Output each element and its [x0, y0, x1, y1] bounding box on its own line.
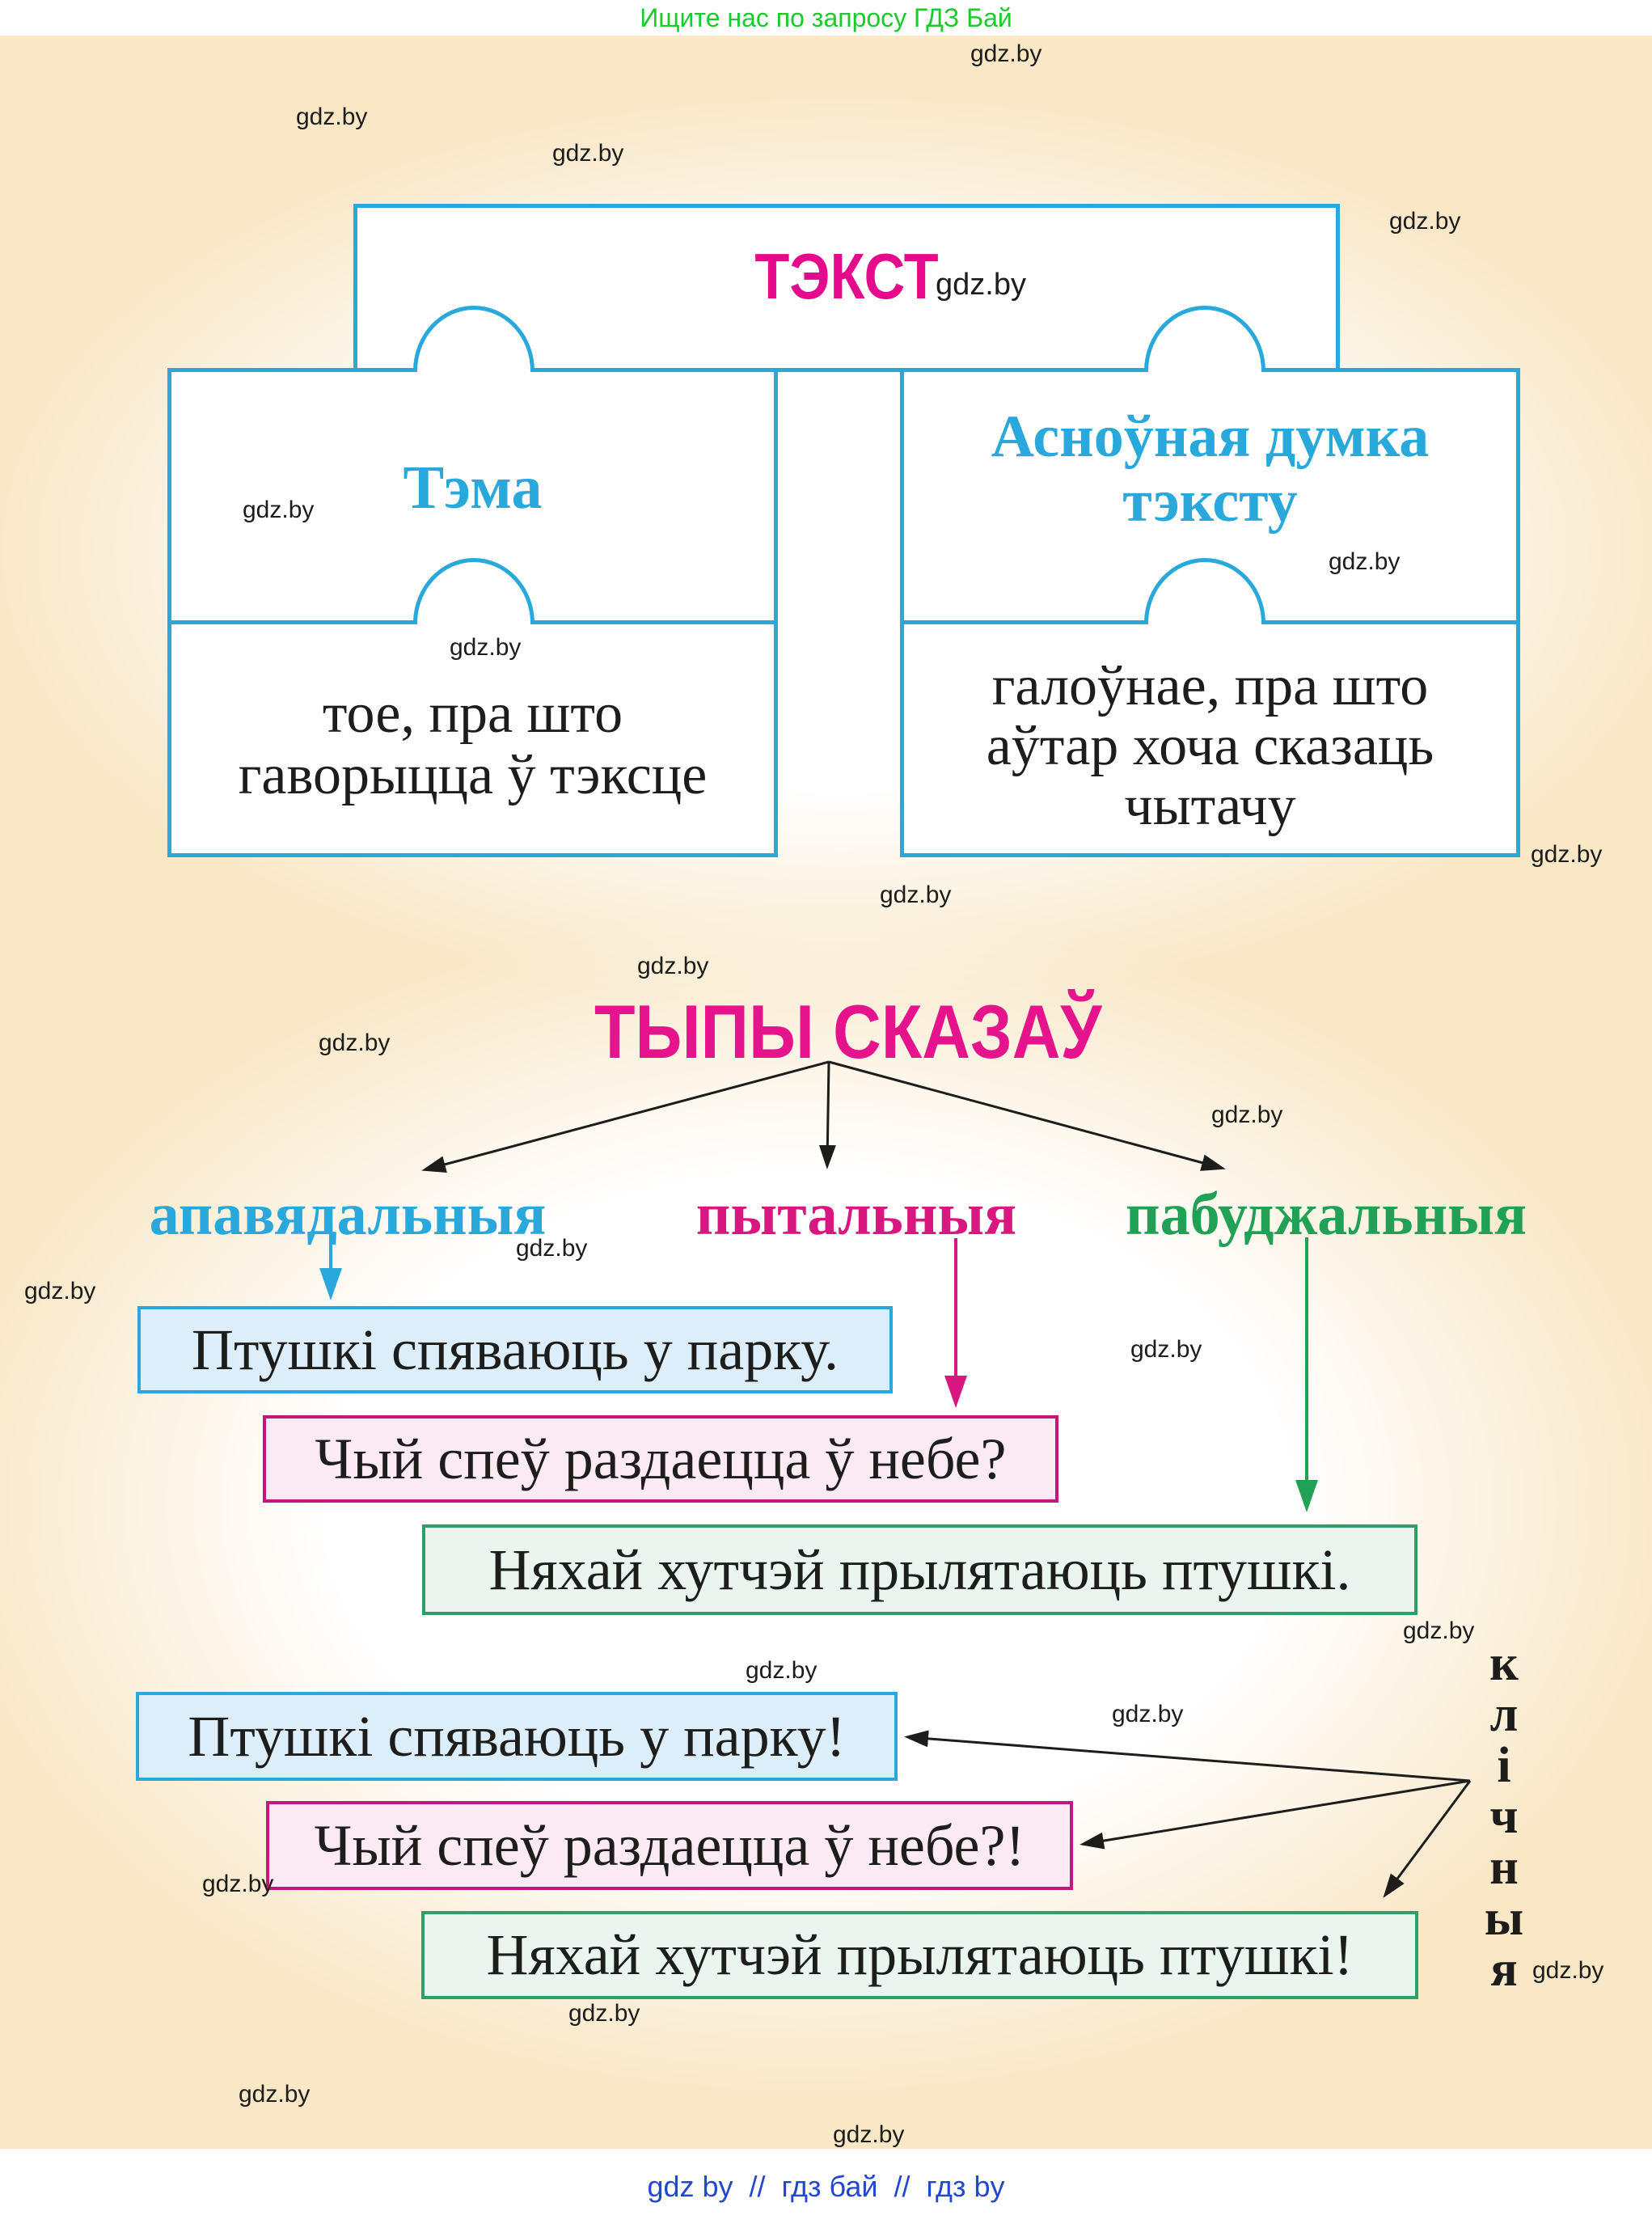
example-interrogative: Чый спеў раздаецца ў небе? [263, 1415, 1058, 1503]
label-apaviadalnyia: апавядальныя [149, 1182, 547, 1248]
watermark-gdz: gdz.by [296, 104, 368, 130]
watermark-gdz: gdz.by [202, 1871, 274, 1897]
watermark-gdz: gdz.by [24, 1278, 96, 1304]
footer-links[interactable]: gdz by // гдз бай // гдз by [647, 2169, 1005, 2203]
footer-bar: gdz by // гдз бай // гдз by [0, 2149, 1652, 2224]
watermark-gdz: gdz.by [1532, 1957, 1604, 1984]
klichnyia-vertical-label: к л і ч н ы я [1484, 1636, 1524, 1997]
watermark-gdz: gdz.by [1130, 1336, 1202, 1363]
watermark-gdz: gdz.by [1403, 1617, 1475, 1644]
watermark-gdz: gdz.by [1329, 548, 1401, 575]
main-idea-heading: Асноўная думка тэксту [991, 404, 1430, 535]
example-declarative-exclaim: Птушкі спяваюць у парку! [136, 1692, 898, 1781]
example-interrogative-exclaim: Чый спеў раздаецца ў небе?! [266, 1801, 1073, 1890]
watermark-gdz: gdz.by [239, 2081, 311, 2108]
puzzle-box-main-idea-definition [900, 620, 1520, 857]
watermark-gdz: gdz.by [1211, 1101, 1283, 1128]
watermark-gdz: gdz.by [833, 2121, 905, 2148]
label-pabudzhalnyia: пабуджальныя [1126, 1182, 1527, 1248]
puzzle-title: ТЭКСТ [754, 240, 939, 312]
watermark-gdz: gdz.by [970, 40, 1042, 67]
watermark-gdz: gdz.by [1112, 1701, 1184, 1727]
watermark-gdz: gdz.by [552, 140, 624, 167]
top-promo-bar: Ищите нас по запросу ГДЗ Бай [0, 0, 1652, 36]
promo-text: Ищите нас по запросу ГДЗ Бай [640, 2, 1012, 32]
watermark-gdz: gdz.by [1389, 208, 1461, 235]
tema-definition: тое, пра што гаворыцца ў тэксце [238, 683, 708, 806]
watermark-gdz: gdz.by [746, 1657, 818, 1684]
watermark-gdz: gdz.by [319, 1030, 391, 1056]
example-declarative: Птушкі спяваюць у парку. [137, 1306, 893, 1393]
watermark-gdz: gdz.by [936, 268, 1026, 302]
example-imperative-exclaim: Няхай хутчэй прылятаюць птушкі! [421, 1911, 1418, 1999]
watermark-gdz: gdz.by [450, 634, 522, 661]
watermark-gdz: gdz.by [516, 1235, 588, 1262]
watermark-gdz: gdz.by [568, 2000, 640, 2027]
watermark-gdz: gdz.by [243, 497, 315, 523]
watermark-gdz: gdz.by [880, 882, 952, 908]
tema-heading: Тэма [403, 454, 543, 522]
watermark-gdz: gdz.by [637, 953, 709, 979]
example-imperative: Няхай хутчэй прылятаюць птушкі. [422, 1524, 1418, 1615]
label-pytalnyia: пытальныя [695, 1182, 1017, 1248]
puzzle-box-tema-definition [167, 620, 778, 857]
main-idea-definition: галоўнае, пра што аўтар хоча сказаць чыт… [986, 655, 1434, 837]
watermark-gdz: gdz.by [1531, 841, 1603, 868]
types-title: ТЫПЫ СКАЗАЎ [594, 989, 1102, 1074]
